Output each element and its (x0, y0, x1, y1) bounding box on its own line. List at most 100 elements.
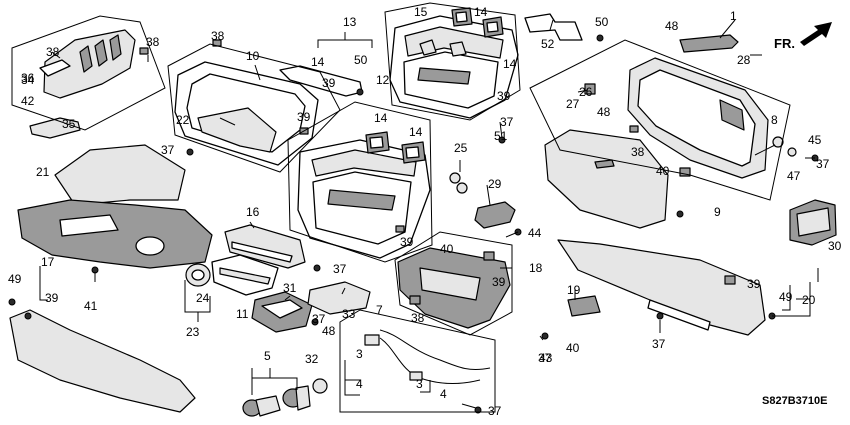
lower-panel-assembly (17, 199, 213, 269)
callout-47-1: 47 (787, 169, 801, 183)
callout-51-1: 51 (494, 129, 508, 143)
callout-7-1: 7 (376, 303, 383, 317)
bezel-frame-10 (174, 61, 319, 166)
callout-37-2: 37 (161, 143, 175, 157)
callout-15-1: 15 (414, 5, 428, 19)
callout-17-1: 17 (41, 255, 55, 269)
garnish-29 (474, 201, 516, 229)
callout-4-2: 4 (440, 387, 447, 401)
callout-14-3: 14 (503, 57, 517, 71)
callout-39-5: 39 (400, 235, 414, 249)
callout-14-5: 14 (409, 125, 423, 139)
harness-7 (364, 329, 491, 384)
pocket-11 (211, 254, 279, 296)
callout-37-4: 37 (312, 312, 326, 326)
callout-34-1: 34 (21, 73, 35, 87)
callout-40-1: 40 (656, 164, 670, 178)
vent-14-mid-right (401, 141, 426, 164)
callout-43-1: 43 (539, 351, 553, 365)
callout-48-1: 48 (665, 19, 679, 33)
lighter-5 (242, 385, 311, 417)
clip-35 (29, 117, 81, 139)
callout-39-1: 39 (297, 110, 311, 124)
callout-38-2: 38 (211, 29, 225, 43)
callout-45-1: 45 (808, 133, 822, 147)
callout-1-1: 1 (730, 9, 737, 23)
pocket-16 (224, 224, 306, 269)
lock-1 (679, 34, 739, 53)
ring-24 (185, 263, 211, 287)
callout-49-2: 49 (779, 290, 793, 304)
tray-32 (251, 291, 313, 333)
leader-lines (51, 19, 819, 409)
callout-25-1: 25 (454, 141, 468, 155)
bracket-52 (524, 13, 583, 41)
center-panel-12 (389, 15, 519, 119)
callout-18-1: 18 (529, 261, 543, 275)
callout-36-1: 36 (21, 71, 35, 85)
glove-box-housing-28 (627, 57, 769, 179)
vent-14-mid-left (365, 131, 390, 154)
side-vent-31 (789, 199, 837, 246)
callout-37-5: 37 (538, 351, 552, 365)
switch-34 (307, 281, 371, 315)
callout-37-6: 37 (652, 337, 666, 351)
callout-3-1: 3 (356, 347, 363, 361)
callout-44-1: 44 (528, 226, 542, 240)
callout-20-1: 20 (802, 293, 816, 307)
callout-40-2: 40 (440, 242, 454, 256)
callout-39-7: 39 (747, 277, 761, 291)
callout-49-1: 49 (8, 272, 22, 286)
knee-panel-17 (9, 309, 196, 413)
callout-48-2: 48 (597, 105, 611, 119)
callout-5-1: 5 (264, 349, 271, 363)
callout-39-3: 39 (45, 291, 59, 305)
callout-14-4: 14 (374, 111, 388, 125)
callout-48-3: 48 (322, 324, 336, 338)
front-direction-arrow: FR. (774, 22, 832, 51)
callout-52-1: 52 (541, 37, 555, 51)
socket-33 (312, 378, 328, 394)
callout-26-1: 26 (579, 85, 593, 99)
callout-30-1: 30 (828, 239, 842, 253)
callout-37-3: 37 (333, 262, 347, 276)
callout-10-1: 10 (246, 49, 260, 63)
callout-29-1: 29 (488, 177, 502, 191)
callout-38-3: 38 (411, 311, 425, 325)
callout-42-1: 42 (21, 94, 35, 108)
callout-27-1: 27 (566, 97, 580, 111)
callout-35-1: 35 (62, 117, 76, 131)
callout-39-2: 39 (322, 76, 336, 90)
callout-23-1: 23 (186, 325, 200, 339)
callout-13-1: 13 (343, 15, 357, 29)
arrow-icon (800, 22, 832, 46)
callout-19-1: 19 (567, 283, 581, 297)
callout-3-2: 3 (416, 377, 423, 391)
callout-39-4: 39 (497, 89, 511, 103)
callout-21-1: 21 (36, 165, 50, 179)
callout-14-2: 14 (474, 5, 488, 19)
callout-12-1: 12 (376, 73, 390, 87)
callout-38-4: 38 (631, 145, 645, 159)
callout-38-1: 38 (46, 45, 60, 59)
callout-31-1: 31 (283, 281, 297, 295)
callout-50-1: 50 (595, 15, 609, 29)
lower-box-18 (397, 247, 511, 329)
callout-37-7: 37 (488, 404, 502, 418)
callout-16-1: 16 (246, 205, 260, 219)
direction-label: FR. (774, 36, 795, 51)
vent-14-top-right (482, 16, 504, 38)
callout-41-1: 41 (84, 299, 98, 313)
callout-37-8: 37 (816, 157, 830, 171)
callout-33-1: 33 (342, 307, 356, 321)
callout-9-1: 9 (714, 205, 721, 219)
callout-24-1: 24 (196, 291, 210, 305)
diagram-code: S827B3710E (762, 395, 827, 407)
callout-8-1: 8 (771, 113, 778, 127)
group-brackets (11, 2, 791, 413)
callout-11-1: 11 (236, 307, 249, 321)
glove-box-lid (544, 129, 669, 229)
lower-cover-20 (557, 239, 766, 336)
